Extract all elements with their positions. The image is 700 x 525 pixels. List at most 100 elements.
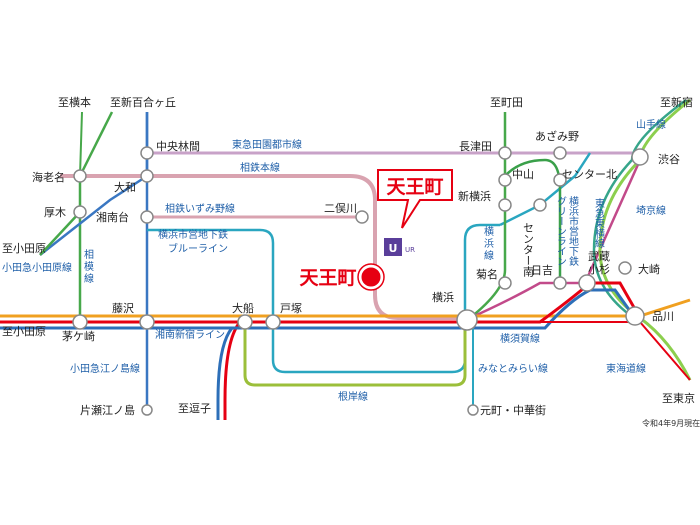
station-label-musashikosugi-2: 小杉 bbox=[588, 262, 610, 276]
line-label-yokohama-line-1: 横 bbox=[484, 225, 494, 238]
station-marker-shibuya bbox=[631, 148, 649, 166]
date-note: 令和4年9月現在 bbox=[642, 418, 700, 428]
station-label-osaki: 大崎 bbox=[638, 262, 660, 276]
station-marker-ofuna bbox=[237, 314, 253, 330]
station-label-shibuya: 渋谷 bbox=[658, 153, 680, 166]
line-label-sagami-3: 線 bbox=[84, 272, 94, 285]
negishi-line bbox=[243, 325, 467, 387]
station-marker-hiyoshi bbox=[553, 276, 567, 290]
line-label-yokohama-line-2: 浜 bbox=[484, 238, 494, 250]
station-label-yokohama: 横浜 bbox=[432, 290, 454, 304]
line-label-greenline-2: グリーンライン bbox=[555, 196, 567, 266]
ur-logo-icon bbox=[384, 238, 402, 256]
direction-to-odawara-2: 至小田原 bbox=[2, 325, 46, 338]
station-marker-kikuna bbox=[498, 276, 512, 290]
station-marker-totsuka bbox=[265, 314, 281, 330]
station-label-katase-enoshima: 片瀬江ノ島 bbox=[80, 403, 135, 417]
line-label-sagami-2: 模 bbox=[84, 261, 94, 273]
station-marker-yokohama bbox=[456, 309, 478, 331]
station-label-fujisawa: 藤沢 bbox=[112, 301, 134, 315]
station-label-azamino: あざみ野 bbox=[535, 129, 579, 143]
line-label-sotetsu-izumino: 相鉄いずみ野線 bbox=[165, 202, 235, 215]
line-label-odakyu-odawara: 小田急小田原線 bbox=[2, 261, 72, 274]
direction-to-odawara-1: 至小田原 bbox=[2, 242, 46, 255]
odakyu-odawara-line bbox=[39, 112, 149, 256]
station-label-totsuka: 戸塚 bbox=[280, 302, 302, 315]
ur-logo-mark: U bbox=[389, 242, 398, 255]
station-label-yamato: 大和 bbox=[114, 180, 136, 194]
station-label-atsugi: 厚木 bbox=[44, 206, 66, 219]
station-label-shonandai: 湘南台 bbox=[96, 210, 129, 224]
station-label-musashikosugi-1: 武蔵 bbox=[588, 250, 610, 263]
station-label-nakayama: 中山 bbox=[512, 168, 534, 181]
station-marker-futamatagawa bbox=[355, 210, 369, 224]
station-label-futamatagawa: 二俣川 bbox=[324, 201, 357, 215]
yamanote-line bbox=[598, 98, 692, 381]
yokosuka-line bbox=[0, 288, 637, 420]
station-marker-shin-yokohama bbox=[498, 198, 512, 212]
yokohama-line-west bbox=[79, 111, 83, 177]
station-marker-katase-enoshima bbox=[141, 404, 153, 416]
line-label-sagami-1: 相 bbox=[84, 248, 94, 261]
station-marker-yamato bbox=[140, 169, 154, 183]
company-mark: UR bbox=[405, 246, 415, 254]
station-label-shinagawa: 品川 bbox=[652, 310, 674, 323]
line-label-greenline-1: 横浜市営地下鉄 bbox=[567, 195, 579, 267]
highlight-station-marker bbox=[358, 264, 384, 290]
direction-to-yokohama-line: 至横本 bbox=[58, 95, 91, 109]
station-label-chuorinkan: 中央林間 bbox=[156, 139, 200, 153]
jr-orange-line bbox=[0, 298, 691, 318]
station-label-kikuna: 菊名 bbox=[476, 267, 498, 281]
direction-to-zushi: 至逗子 bbox=[178, 402, 211, 415]
line-label-shonan-shinjuku: 湘南新宿ライン bbox=[155, 328, 225, 341]
direction-to-shinjuku: 至新宿 bbox=[660, 95, 693, 109]
line-label-odakyu-enoshima: 小田急江ノ島線 bbox=[70, 362, 140, 375]
station-marker-osaki bbox=[618, 261, 632, 275]
station-marker-musashikosugi bbox=[578, 274, 596, 292]
line-label-blueline-2: ブルーライン bbox=[168, 242, 228, 255]
direction-to-shinyurigaoka: 至新百合ヶ丘 bbox=[110, 95, 176, 109]
station-marker-shinagawa bbox=[625, 306, 645, 326]
station-marker-atsugi bbox=[73, 205, 87, 219]
station-label-nagatsuta: 長津田 bbox=[459, 140, 492, 153]
station-label-ebina: 海老名 bbox=[32, 170, 65, 184]
station-label-chigasaki: 茅ケ崎 bbox=[62, 329, 95, 343]
station-marker-azamino bbox=[553, 146, 567, 160]
station-marker-ebina bbox=[73, 169, 87, 183]
station-label-motomachi: 元町・中華街 bbox=[480, 403, 546, 417]
line-label-negishi: 根岸線 bbox=[338, 390, 368, 403]
highlight-station-label: 天王町 bbox=[299, 267, 356, 289]
station-marker-chuorinkan bbox=[140, 146, 154, 160]
line-label-yokosuka: 横須賀線 bbox=[500, 332, 540, 345]
direction-to-machida: 至町田 bbox=[490, 96, 523, 109]
station-label-ofuna: 大船 bbox=[232, 301, 254, 315]
callout-label: 天王町 bbox=[386, 176, 443, 198]
station-marker-nakayama bbox=[498, 173, 512, 187]
line-label-yamanote: 山手線 bbox=[636, 118, 666, 131]
station-marker-center-minami bbox=[533, 198, 547, 212]
station-marker-shonandai bbox=[140, 210, 154, 224]
station-label-center-minami: センター南 bbox=[522, 222, 535, 277]
direction-to-tokyo: 至東京 bbox=[662, 391, 695, 405]
line-label-tokaido: 東海道線 bbox=[606, 362, 646, 375]
line-label-minatomirai: みなとみらい線 bbox=[478, 362, 548, 375]
line-label-yokohama-line-3: 線 bbox=[484, 249, 494, 262]
station-label-center-kita: センター北 bbox=[562, 168, 617, 181]
station-marker-motomachi bbox=[467, 404, 479, 416]
odakyu-odawara-line-green bbox=[39, 211, 81, 256]
station-marker-nagatsuta bbox=[498, 146, 512, 160]
line-label-denentoshi: 東急田園都市線 bbox=[232, 138, 302, 151]
station-marker-chigasaki bbox=[72, 314, 88, 330]
station-label-hiyoshi: 日吉 bbox=[531, 264, 553, 277]
jr-red-line bbox=[0, 281, 642, 420]
blueline-north bbox=[499, 152, 592, 227]
station-label-shin-yokohama: 新横浜 bbox=[458, 189, 491, 203]
saikyo-line bbox=[592, 98, 687, 320]
highlight-station-ring bbox=[357, 263, 385, 291]
sagami-line-north bbox=[78, 111, 114, 177]
station-marker-fujisawa bbox=[139, 314, 155, 330]
line-label-toyoko: 東急東横線 bbox=[593, 197, 605, 248]
blueline-line bbox=[147, 223, 500, 374]
toyoko-line bbox=[469, 159, 642, 320]
